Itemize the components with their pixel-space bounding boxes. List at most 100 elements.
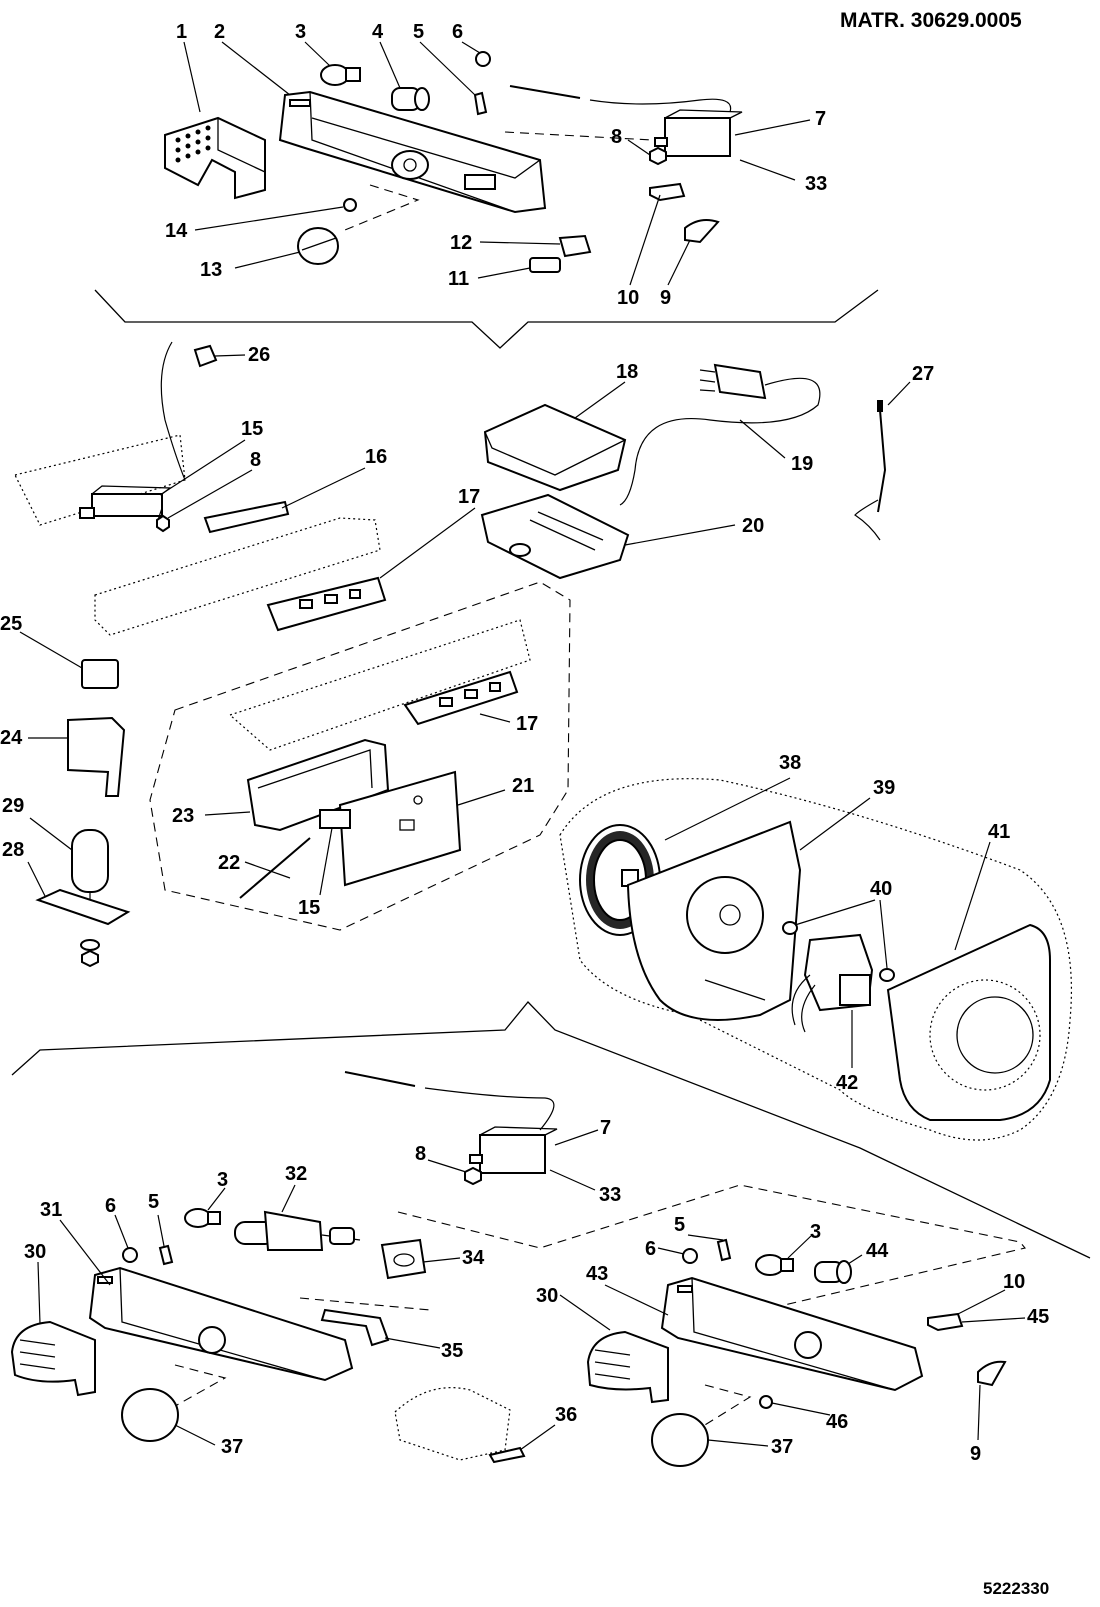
nut-bottom-left-part	[122, 1247, 138, 1263]
left-lamp-assembly	[10, 1266, 354, 1442]
callout-7: 7	[815, 108, 826, 130]
callout-33b: 33	[599, 1184, 621, 1206]
callout-34: 34	[462, 1247, 485, 1269]
lever-part	[320, 1308, 390, 1347]
separator-bottom	[11, 1001, 1091, 1259]
clip-bottom-left-part	[158, 1244, 174, 1266]
clip-bottom-36-part	[488, 1446, 526, 1464]
thermostat-part	[654, 109, 743, 157]
callout-9b: 9	[970, 1443, 981, 1465]
cap-part	[558, 234, 592, 258]
callout-14: 14	[165, 220, 188, 242]
callout-labels: 1 2 3 4 5 6 7 8 33 14 13 12 11 10 9 26 1…	[0, 21, 1049, 1465]
switch-bottom-part	[927, 1312, 964, 1332]
switch-plate-part	[380, 1238, 427, 1280]
clip-part	[473, 91, 488, 116]
nut-part	[475, 51, 491, 67]
spacer-left-part	[782, 921, 798, 935]
board-cover-part	[483, 403, 627, 492]
callout-27: 27	[912, 363, 934, 385]
display-panel-part	[266, 576, 387, 632]
right-lamp-assembly	[586, 1276, 924, 1467]
callout-35: 35	[441, 1340, 463, 1362]
callout-24: 24	[0, 727, 23, 749]
lamp-switch-part	[234, 1210, 361, 1251]
callout-40: 40	[870, 878, 892, 900]
callout-36: 36	[555, 1404, 577, 1426]
callout-45: 45	[1027, 1306, 1049, 1328]
thermostat-housing-part	[278, 90, 547, 214]
display-panel-lower-part	[403, 670, 519, 726]
callout-31: 31	[40, 1199, 62, 1221]
clip-bottom-right-part	[716, 1238, 732, 1262]
lamp-cover-bottom-part	[977, 1360, 1007, 1387]
callout-26: 26	[248, 344, 270, 366]
callout-6c: 6	[645, 1238, 656, 1260]
top-group	[164, 51, 743, 273]
bulb-part	[320, 64, 361, 86]
lamp-holder-bottom-part	[814, 1260, 852, 1284]
callout-8: 8	[611, 126, 622, 148]
callout-15b: 15	[298, 897, 320, 919]
callout-15: 15	[241, 418, 263, 440]
capacitor-part	[71, 829, 109, 908]
nut-bottom-right-part	[682, 1248, 698, 1264]
leader-lines	[19, 41, 1026, 1451]
callout-17b: 17	[516, 713, 538, 735]
callout-32: 32	[285, 1163, 307, 1185]
callout-5c: 5	[674, 1214, 685, 1236]
bracket-part	[67, 716, 126, 797]
fan-motor-part	[791, 933, 874, 1033]
pin-bottom-part	[759, 1395, 773, 1409]
callout-5: 5	[413, 21, 424, 43]
callout-22: 22	[218, 852, 240, 874]
callout-37b: 37	[771, 1436, 793, 1458]
power-cord-part	[619, 363, 821, 506]
callout-25: 25	[0, 613, 22, 635]
callout-9: 9	[660, 287, 671, 309]
washer-part	[80, 939, 100, 951]
callout-37: 37	[221, 1436, 243, 1458]
bottom-group	[10, 1071, 1026, 1467]
callout-28: 28	[2, 839, 24, 861]
pin-part	[343, 198, 357, 212]
callout-29: 29	[2, 795, 24, 817]
callout-3b: 3	[217, 1169, 228, 1191]
electronic-board-part	[338, 770, 462, 887]
door-switch-inner-part	[319, 809, 351, 829]
capacitor-nut-part	[81, 949, 99, 968]
callout-18: 18	[616, 361, 638, 383]
callout-30: 30	[24, 1241, 46, 1263]
callout-21: 21	[512, 775, 534, 797]
callout-23: 23	[172, 805, 194, 827]
callout-44: 44	[866, 1240, 889, 1262]
lamp-cover-part	[81, 659, 119, 689]
callout-6b: 6	[105, 1195, 116, 1217]
callout-3: 3	[295, 21, 306, 43]
lamp-cover-small-part	[684, 219, 720, 244]
callout-17: 17	[458, 486, 480, 508]
callout-41: 41	[988, 821, 1010, 843]
callout-13: 13	[200, 259, 222, 281]
callout-12: 12	[450, 232, 472, 254]
callout-16: 16	[365, 446, 387, 468]
callout-7b: 7	[600, 1117, 611, 1139]
switch-part	[649, 182, 686, 202]
capacitor-bracket-part	[35, 888, 131, 926]
hex-nut-bottom-part	[464, 1166, 482, 1186]
callout-6: 6	[452, 21, 463, 43]
callout-2: 2	[214, 21, 225, 43]
callout-10: 10	[617, 287, 639, 309]
thermostat-bottom-part	[469, 1126, 558, 1174]
callout-1: 1	[176, 21, 187, 43]
callout-46: 46	[826, 1411, 848, 1433]
hex-nut-part	[649, 146, 667, 166]
fan-cover-part	[886, 923, 1051, 1121]
callout-43: 43	[586, 1263, 608, 1285]
callout-8c: 8	[415, 1143, 426, 1165]
knob-part	[297, 227, 339, 265]
callout-4: 4	[372, 21, 384, 43]
spacer-right-part	[879, 968, 895, 982]
callout-42: 42	[836, 1072, 858, 1094]
